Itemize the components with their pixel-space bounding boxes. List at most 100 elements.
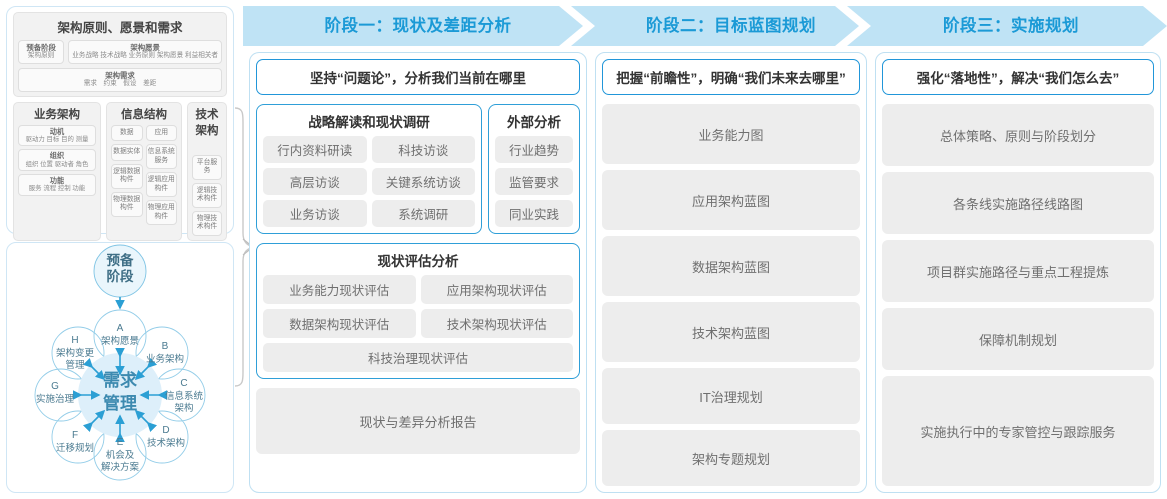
list-item[interactable]: 项目群实施路径与重点工程提炼 bbox=[882, 240, 1154, 302]
group-title: 现状评估分析 bbox=[377, 254, 459, 269]
list-item[interactable]: 架构专题规划 bbox=[602, 430, 860, 486]
adm-diagram: 预备 阶段 需求 管理 A 架构愿景 B 业务架构 C 信息系统 架构 D 技术… bbox=[34, 244, 206, 481]
list-item[interactable]: 同业实践 bbox=[495, 200, 573, 227]
business-architecture-column: 业务架构 动机 驱动力 目标 目的 测量 组织 组织 位置 驱动者 角色 功能 bbox=[13, 101, 101, 241]
list-item[interactable]: 业务访谈 bbox=[263, 200, 367, 227]
group-title: 外部分析 bbox=[507, 115, 561, 130]
column-title: 信息结构 bbox=[121, 108, 167, 121]
phase-title-3: 阶段三：实施规划 bbox=[943, 17, 1079, 35]
arch-item: 逻辑技术构件 bbox=[192, 182, 222, 208]
svg-text:预备: 预备 bbox=[107, 252, 134, 268]
list-item[interactable]: 应用架构现状评估 bbox=[420, 275, 573, 304]
phase1-report[interactable]: 现状与差异分析报告 bbox=[256, 388, 580, 454]
phase2-items: 业务能力图 应用架构蓝图 数据架构蓝图 技术架构蓝图 IT治理规划 架构专题规划 bbox=[602, 104, 860, 486]
svg-text:C: C bbox=[180, 378, 187, 389]
group-title: 战略解读和现状调研 bbox=[308, 115, 430, 130]
list-item[interactable]: 科技访谈 bbox=[371, 136, 475, 163]
svg-text:迁移规划: 迁移规划 bbox=[56, 442, 94, 454]
list-item[interactable]: 技术架构现状评估 bbox=[420, 309, 573, 338]
list-item[interactable]: 高层访谈 bbox=[263, 168, 367, 195]
arch-item: 应用 bbox=[145, 124, 177, 142]
list-item[interactable]: 系统调研 bbox=[371, 200, 475, 227]
list-item[interactable]: 业务能力现状评估 bbox=[263, 275, 416, 304]
svg-text:技术架构: 技术架构 bbox=[147, 437, 185, 449]
technology-architecture-column: 技术架构 平台服务 逻辑技术构件 物理技术构件 bbox=[187, 101, 227, 241]
svg-text:信息系统: 信息系统 bbox=[165, 390, 204, 402]
phase2-column: 把握“前瞻性”，明确“我们未来去哪里” 业务能力图 应用架构蓝图 数据架构蓝图 … bbox=[595, 52, 867, 493]
phase1-subtitle: 坚持“问题论”，分析我们当前在哪里 bbox=[256, 59, 580, 95]
list-item[interactable]: 数据架构蓝图 bbox=[602, 236, 860, 296]
arch-item: 逻辑数据构件 bbox=[111, 163, 143, 189]
left-panel: 架构原则、愿景和需求 预备阶段 架构原则 架构愿景 业务战略 技术战略 业务原则… bbox=[6, 6, 256, 493]
list-item[interactable]: 应用架构蓝图 bbox=[602, 170, 860, 230]
current-assessment-group: 现状评估分析 业务能力现状评估 应用架构现状评估 数据架构现状评估 技术架构现状… bbox=[256, 243, 580, 379]
prep-cell: 预备阶段 架构原则 bbox=[18, 40, 65, 64]
requirements-sub: 需求 约束 假设 差距 bbox=[83, 80, 157, 88]
togaf-adm-cycle: 预备 阶段 需求 管理 A 架构愿景 B 业务架构 C 信息系统 架构 D 技术… bbox=[6, 242, 234, 493]
arch-item: 动机 驱动力 目标 目的 测量 bbox=[18, 124, 96, 147]
phase-title-2: 阶段二：目标蓝图规划 bbox=[646, 17, 816, 35]
vision-sub: 业务战略 技术战略 业务原则 架构愿景 利益相关者 bbox=[72, 52, 218, 60]
svg-text:架构变更: 架构变更 bbox=[56, 347, 95, 359]
phase3-items: 总体策略、原则与阶段划分 各条线实施路径线路图 项目群实施路径与重点工程提炼 保… bbox=[882, 104, 1154, 486]
strategy-items: 行内资料研读 科技访谈 高层访谈 关键系统访谈 业务访谈 系统调研 bbox=[263, 136, 475, 227]
arch-item: 平台服务 bbox=[192, 154, 222, 180]
togaf-content-framework: 架构原则、愿景和需求 预备阶段 架构原则 架构愿景 业务战略 技术战略 业务原则… bbox=[6, 6, 234, 287]
phase1-column: 坚持“问题论”，分析我们当前在哪里 战略解读和现状调研 行内资料研读 科技访谈 … bbox=[249, 52, 587, 493]
arch-item: 数据 bbox=[111, 124, 143, 142]
information-architecture-column: 信息结构 数据 数据实体 逻辑数据构件 物理数据构件 应用 信息系统服务 逻辑应… bbox=[106, 101, 182, 241]
svg-text:业务架构: 业务架构 bbox=[146, 353, 184, 365]
list-item[interactable]: 总体策略、原则与阶段划分 bbox=[882, 104, 1154, 166]
column-title: 技术架构 bbox=[195, 108, 219, 137]
phase-title-1: 阶段一：现状及差距分析 bbox=[324, 17, 512, 35]
list-item[interactable]: 数据架构现状评估 bbox=[263, 309, 416, 338]
svg-text:阶段: 阶段 bbox=[107, 268, 134, 284]
architecture-columns: 业务架构 动机 驱动力 目标 目的 测量 组织 组织 位置 驱动者 角色 功能 bbox=[13, 101, 227, 241]
external-analysis-group: 外部分析 行业趋势 监管要求 同业实践 bbox=[488, 104, 580, 234]
phase3-column: 强化“落地性”，解决“我们怎么去” 总体策略、原则与阶段划分 各条线实施路径线路… bbox=[875, 52, 1161, 493]
svg-text:E: E bbox=[117, 437, 124, 448]
list-item[interactable]: 实施执行中的专家管控与跟踪服务 bbox=[882, 376, 1154, 486]
vision-title: 架构愿景 bbox=[130, 43, 160, 52]
arch-item: 逻辑应用构件 bbox=[145, 172, 177, 198]
strategy-research-group: 战略解读和现状调研 行内资料研读 科技访谈 高层访谈 关键系统访谈 业务访谈 系… bbox=[256, 104, 482, 234]
external-items: 行业趋势 监管要求 同业实践 bbox=[495, 136, 573, 227]
svg-text:F: F bbox=[72, 430, 78, 441]
list-item[interactable]: 监管要求 bbox=[495, 168, 573, 195]
svg-text:管理: 管理 bbox=[65, 359, 85, 371]
phase2-subtitle: 把握“前瞻性”，明确“我们未来去哪里” bbox=[602, 59, 860, 95]
arch-item: 组织 组织 位置 驱动者 角色 bbox=[18, 149, 96, 171]
svg-text:解决方案: 解决方案 bbox=[101, 461, 140, 473]
list-item[interactable]: 保障机制规划 bbox=[882, 308, 1154, 370]
prep-title: 预备阶段 bbox=[26, 43, 56, 52]
arch-item: 功能 服务 流程 控制 功能 bbox=[18, 174, 96, 196]
phase-arrow-band bbox=[243, 6, 1167, 46]
svg-text:H: H bbox=[71, 335, 78, 346]
vision-cell: 架构愿景 业务战略 技术战略 业务原则 架构愿景 利益相关者 bbox=[68, 40, 222, 64]
svg-text:需求: 需求 bbox=[103, 370, 137, 390]
svg-text:G: G bbox=[51, 381, 59, 392]
list-item[interactable]: IT治理规划 bbox=[602, 368, 860, 424]
block-title: 架构原则、愿景和需求 bbox=[57, 21, 183, 35]
svg-text:D: D bbox=[162, 425, 169, 436]
svg-text:架构: 架构 bbox=[174, 402, 193, 414]
list-item[interactable]: 行业趋势 bbox=[495, 136, 573, 163]
assessment-items: 业务能力现状评估 应用架构现状评估 数据架构现状评估 技术架构现状评估 科技治理… bbox=[263, 275, 573, 372]
arch-item: 物理数据构件 bbox=[111, 191, 143, 217]
list-item[interactable]: 业务能力图 bbox=[602, 104, 860, 164]
list-item[interactable]: 技术架构蓝图 bbox=[602, 302, 860, 362]
svg-text:架构愿景: 架构愿景 bbox=[101, 335, 139, 347]
svg-text:机会及: 机会及 bbox=[106, 449, 135, 461]
arch-item: 物理技术构件 bbox=[192, 210, 222, 236]
list-item[interactable]: 科技治理现状评估 bbox=[263, 343, 573, 372]
list-item[interactable]: 关键系统访谈 bbox=[371, 168, 475, 195]
list-item[interactable]: 各条线实施路径线路图 bbox=[882, 172, 1154, 234]
svg-text:实施治理: 实施治理 bbox=[36, 393, 75, 405]
list-item[interactable]: 行内资料研读 bbox=[263, 136, 367, 163]
svg-text:A: A bbox=[117, 323, 124, 334]
arch-item: 信息系统服务 bbox=[145, 144, 177, 170]
prep-sub: 架构原则 bbox=[27, 52, 55, 60]
arch-item: 物理应用构件 bbox=[145, 200, 177, 226]
requirements-title: 架构需求 bbox=[105, 70, 135, 80]
